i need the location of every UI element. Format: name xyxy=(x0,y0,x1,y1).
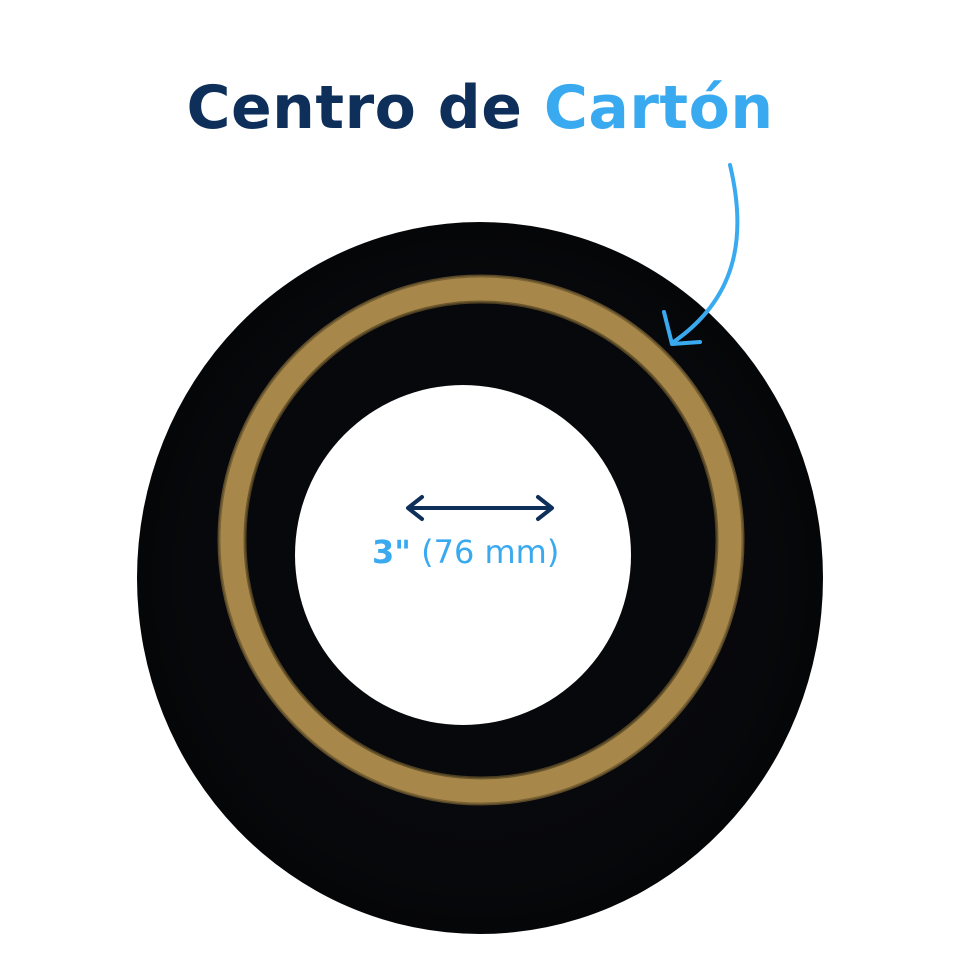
core-hole xyxy=(295,385,631,725)
page-title: Centro de Cartón xyxy=(0,70,960,146)
core-size-mm: (76 mm) xyxy=(410,533,560,571)
cardboard-core-edge-inner xyxy=(243,300,719,780)
title-part-navy: Centro de xyxy=(186,73,544,143)
curved-arrow-icon xyxy=(662,163,740,346)
core-size-inches: 3" xyxy=(372,533,411,571)
core-size-label: 3" (76 mm) xyxy=(372,532,559,572)
cardboard-core-edge-outer xyxy=(217,274,745,806)
cardboard-core-ring xyxy=(219,276,743,804)
title-part-blue: Cartón xyxy=(543,73,774,143)
double-arrow-icon xyxy=(406,495,554,521)
